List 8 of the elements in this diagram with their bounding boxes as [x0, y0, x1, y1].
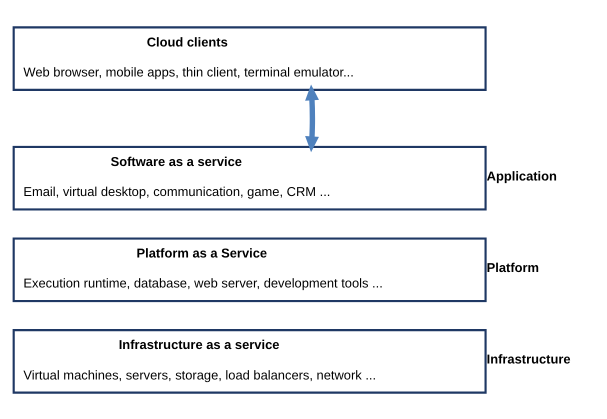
node-label: Infrastructure [486, 351, 571, 366]
node-box: Software as a service Email, virtual desktop, communication, game, CRM ... [12, 145, 487, 210]
node-label: Platform [486, 260, 540, 275]
node-label: Application [486, 168, 557, 183]
node-box: Platform as a Service Execution runtime, database, web server, development tools ... [12, 236, 487, 302]
arrow [305, 84, 319, 152]
node-box: Infrastructure as a service Virtual machines, servers, storage, load balancers, network ... [12, 328, 487, 394]
node-box: Cloud clients Web browser, mobile apps, thin client, terminal emulator... [12, 26, 487, 90]
